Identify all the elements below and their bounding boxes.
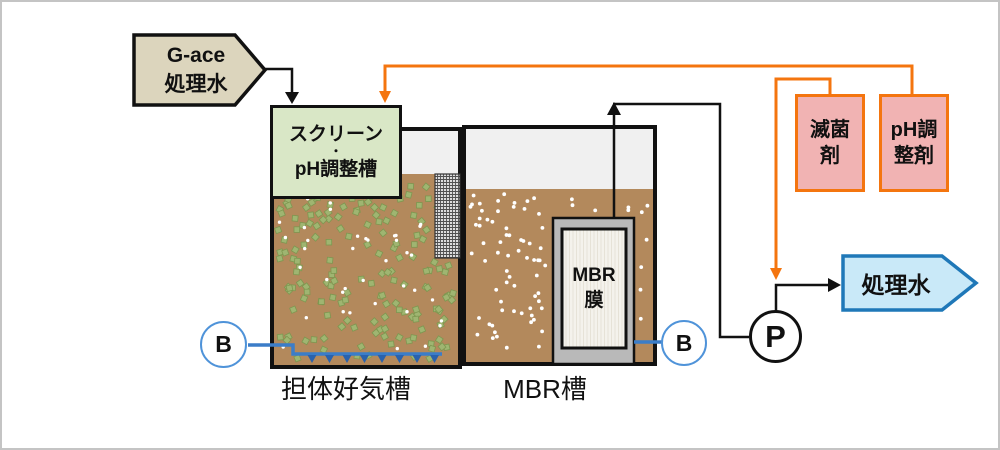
screen-ph-line1: スクリーン xyxy=(288,123,384,145)
screen-mesh xyxy=(434,173,461,259)
aeration-pipe-left xyxy=(248,343,442,356)
mbr-tank-label: MBR槽 xyxy=(503,373,587,404)
pump-badge: P xyxy=(749,310,802,363)
ph-dosing-arrowhead xyxy=(379,91,391,103)
effluent-arrow-shape xyxy=(841,254,979,312)
permeate-pipe xyxy=(613,102,749,339)
blower-left-badge: B xyxy=(200,321,247,368)
membrane-label: MBR 膜 xyxy=(572,264,616,311)
ph-dosing-line xyxy=(383,64,914,94)
sterilizer-dosing-line xyxy=(774,77,832,269)
influent-arrowhead xyxy=(285,92,299,104)
screen-ph-dot: ・ xyxy=(329,144,342,159)
permeate-arrowhead xyxy=(607,102,621,115)
effluent-arrowhead xyxy=(828,278,841,292)
mbr-bubbles xyxy=(468,192,650,350)
screen-ph-line2: pH調整槽 xyxy=(294,158,378,180)
effluent-label: 処理水 xyxy=(861,272,931,298)
sterilizer-dosing-arrowhead xyxy=(770,268,782,280)
influent-label: G-ace 処理水 xyxy=(164,43,228,96)
effluent-pipe xyxy=(774,283,829,311)
membrane-inner xyxy=(560,227,628,350)
diffuser-nozzles xyxy=(307,355,439,363)
screen-ph-tank-box: スクリーン ・ pH調整槽 xyxy=(270,105,402,199)
influent-pipe xyxy=(265,67,294,92)
sterilizer-box: 滅菌 剤 xyxy=(795,94,865,192)
blower-right-badge: B xyxy=(661,320,707,366)
carrier-tank-label: 担体好気槽 xyxy=(280,373,411,404)
ph-adjuster-box: pH調 整剤 xyxy=(879,94,949,192)
influent-arrow-shape xyxy=(132,33,268,107)
